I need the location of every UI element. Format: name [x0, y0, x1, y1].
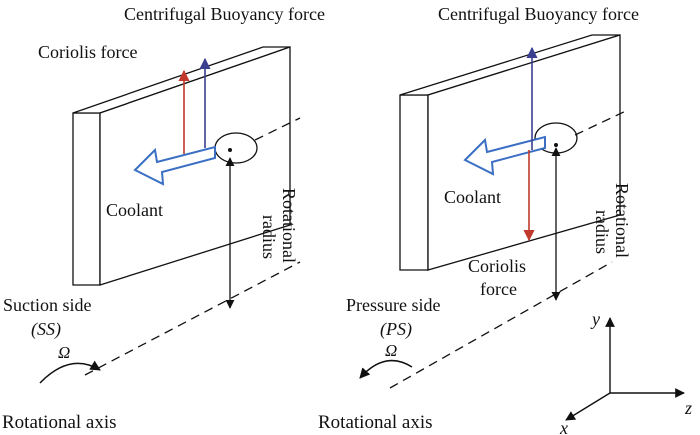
right-coriolis-label-line2: force — [480, 279, 517, 299]
left-axis-label: Rotational axis — [2, 412, 117, 433]
right-coolant-label: Coolant — [444, 187, 501, 207]
right-omega: Ω — [385, 341, 397, 360]
right-axis-label: Rotational axis — [318, 412, 433, 433]
y-axis-label: y — [590, 309, 600, 329]
left-radius-label-line1: Rotational — [279, 188, 299, 263]
left-title: Centrifugal Buoyancy force — [124, 4, 325, 24]
right-radius-label-line1: Rotational — [612, 183, 632, 258]
left-omega: Ω — [58, 343, 70, 362]
x-axis-label: x — [559, 418, 568, 435]
right-coolant-arrow — [463, 135, 546, 176]
left-side-label: Suction side — [3, 295, 92, 315]
left-rotational-axis-line — [84, 261, 301, 376]
left-coolant-arrow — [133, 145, 216, 186]
left-coriolis-label: Coriolis force — [38, 42, 137, 62]
right-rotation-arrow-icon — [359, 359, 413, 379]
left-side-abbrev: (SS) — [31, 319, 61, 340]
coordinate-axes: y z x — [559, 309, 692, 435]
right-radial-line — [574, 109, 629, 136]
x-axis-arrow — [565, 392, 611, 421]
right-inlet-dot — [554, 143, 558, 147]
left-inlet-dot — [228, 148, 232, 152]
right-panel: Centrifugal Buoyancy force Coolant Rotat… — [318, 4, 639, 433]
right-coriolis-label-line1: Coriolis — [468, 256, 526, 276]
left-rotation-arrow-icon — [39, 360, 101, 384]
left-radius-label-line2: radius — [259, 215, 279, 259]
left-plate — [72, 46, 291, 286]
z-axis-label: z — [684, 398, 692, 418]
right-side-label: Pressure side — [346, 295, 440, 315]
left-radial-line — [254, 117, 301, 141]
left-coolant-label: Coolant — [106, 200, 163, 220]
right-rotational-axis-line — [389, 261, 613, 389]
right-side-abbrev: (PS) — [380, 319, 412, 340]
left-panel: Centrifugal Buoyancy force Coriolis forc… — [2, 4, 325, 433]
right-title: Centrifugal Buoyancy force — [438, 4, 639, 24]
right-radius-label-line2: radius — [592, 210, 612, 254]
